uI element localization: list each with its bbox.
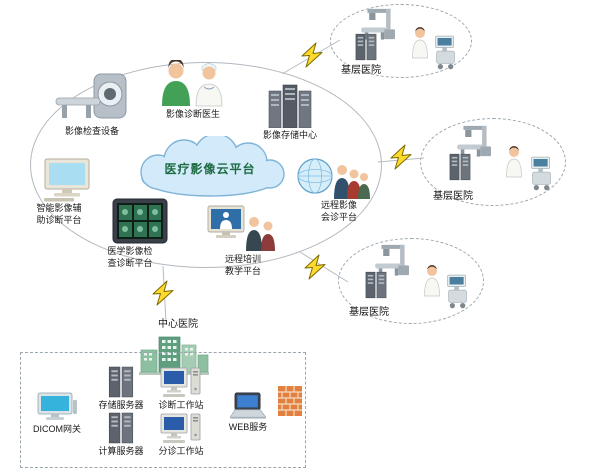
doctor-icon bbox=[411, 27, 429, 59]
triage-workstation-icon bbox=[160, 412, 202, 444]
dicom-gateway-label: DICOM网关 bbox=[33, 424, 81, 434]
hospital-group-middle: 基层医院 bbox=[420, 118, 566, 206]
hospital-label: 基层医院 bbox=[341, 65, 381, 76]
cloud-platform-title: 医疗影像云平台 bbox=[164, 161, 256, 176]
hospital-group-bottom: 基层医院 bbox=[338, 238, 484, 324]
storage-server-label: 存储服务器 bbox=[98, 400, 144, 410]
storage-rack-icon bbox=[268, 82, 312, 128]
training-platform-label: 远程培训教学平台 bbox=[224, 254, 261, 276]
ct-scanner-icon bbox=[54, 72, 128, 124]
consult-platform-label: 远程影像会诊平台 bbox=[320, 200, 357, 222]
lightning-icon bbox=[302, 254, 328, 280]
diagnosis-workstation-label: 诊断工作站 bbox=[158, 400, 204, 410]
ultrasound-cart-icon bbox=[431, 35, 461, 71]
compute-server-label: 计算服务器 bbox=[98, 446, 144, 456]
storage-server-icon bbox=[102, 366, 140, 398]
exam-platform-label: 医学影像检查诊断平台 bbox=[107, 246, 153, 268]
xray-machine-icon bbox=[359, 8, 399, 40]
central-hospital-components-box bbox=[20, 352, 306, 468]
doctor-icon bbox=[423, 265, 441, 297]
hospital-group-top: 基层医院 bbox=[330, 4, 472, 78]
ai-monitor-icon bbox=[42, 158, 96, 202]
cloud-icon bbox=[124, 136, 296, 200]
equipment-label: 影像检查设备 bbox=[64, 126, 119, 136]
globe-consult-icon bbox=[294, 154, 372, 200]
ultrasound-cart-icon bbox=[527, 155, 557, 193]
hospital-label: 基层医院 bbox=[349, 307, 389, 318]
server-tower-icon bbox=[355, 33, 377, 61]
diagnosis-workstation-icon bbox=[160, 366, 202, 398]
dicom-gateway-icon bbox=[36, 392, 78, 422]
triage-workstation-label: 分诊工作站 bbox=[158, 446, 204, 456]
storage-label: 影像存储中心 bbox=[262, 130, 317, 140]
ai-platform-label: 智能影像辅助诊断平台 bbox=[36, 203, 82, 225]
xray-machine-icon bbox=[455, 125, 495, 157]
lightning-icon bbox=[299, 42, 325, 68]
lightning-icon bbox=[150, 280, 176, 306]
image-viewer-tablet-icon bbox=[112, 198, 168, 244]
cloud-platform-boundary bbox=[30, 62, 382, 268]
firewall-icon bbox=[278, 386, 302, 416]
lightning-icon bbox=[388, 144, 414, 170]
doctor-label: 影像诊断医生 bbox=[165, 109, 220, 119]
hospital-label: 基层医院 bbox=[433, 191, 473, 202]
training-monitor-icon bbox=[204, 204, 278, 252]
server-tower-icon bbox=[365, 271, 387, 299]
doctors-icon bbox=[152, 60, 234, 107]
doctor-icon bbox=[505, 145, 523, 179]
ultrasound-cart-icon bbox=[443, 273, 473, 311]
central-hospital-label: 中心医院 bbox=[158, 319, 198, 330]
web-laptop-icon bbox=[228, 392, 268, 420]
compute-server-icon bbox=[102, 412, 140, 444]
web-service-label: WEB服务 bbox=[228, 422, 268, 432]
server-tower-icon bbox=[449, 153, 471, 181]
